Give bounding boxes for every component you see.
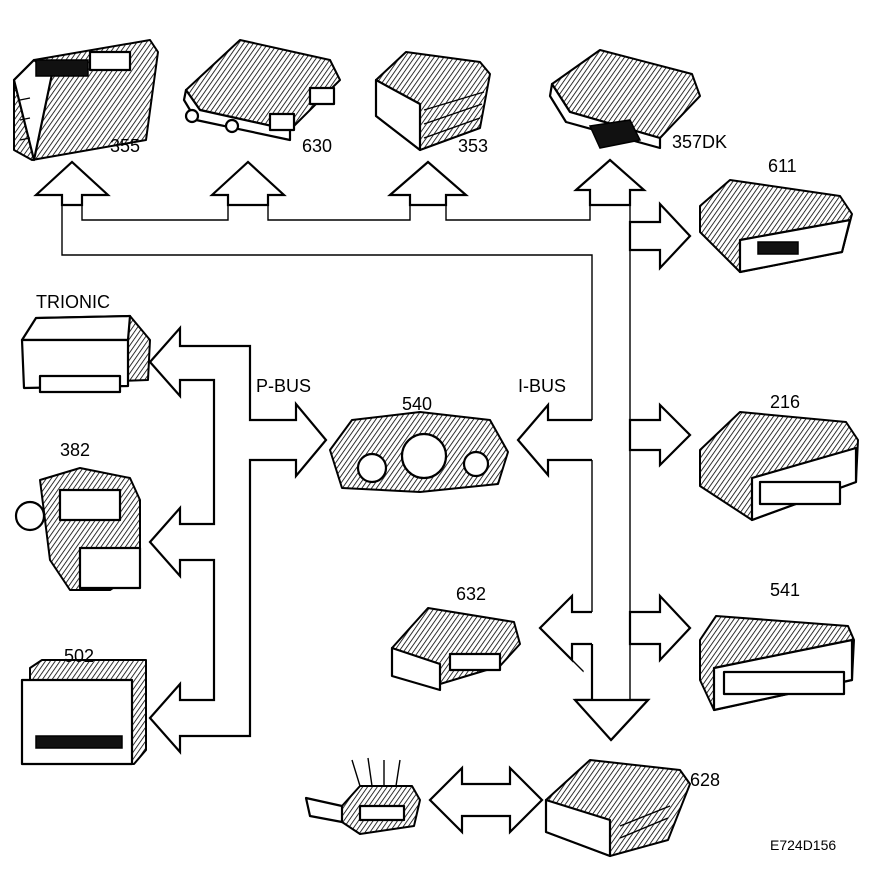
module-216-drawing: [699, 411, 859, 522]
module-355-drawing: [12, 39, 159, 162]
label-382: 382: [60, 440, 90, 460]
label-630: 630: [302, 136, 332, 156]
arrow-to-540-ibus: [516, 402, 592, 478]
arrow-to-216: [628, 402, 692, 468]
module-trionic-drawing: [20, 314, 151, 394]
label-trionic: TRIONIC: [36, 292, 110, 312]
i-bus-network: [33, 158, 692, 835]
label-p-bus: P-BUS: [256, 376, 311, 396]
label-502: 502: [64, 646, 94, 666]
module-357dk-drawing: [548, 49, 701, 150]
arrow-to-353: [387, 160, 469, 207]
label-541: 541: [770, 580, 800, 600]
label-353: 353: [458, 136, 488, 156]
module-632-drawing: [390, 607, 521, 692]
label-357dk: 357DK: [672, 132, 727, 152]
arrow-628-to-connector: [428, 765, 544, 835]
arrow-to-630: [209, 160, 287, 207]
label-611: 611: [768, 156, 797, 176]
arrow-to-355: [33, 160, 111, 207]
module-502-drawing: [20, 659, 147, 766]
module-382-drawing: [14, 467, 142, 591]
diagnostic-connector-drawing: [304, 757, 421, 835]
figure-reference: E724D156: [770, 837, 836, 853]
module-541-drawing: [699, 615, 855, 712]
module-353-drawing: [374, 51, 491, 152]
label-i-bus: I-BUS: [518, 376, 566, 396]
arrow-to-trionic: [148, 325, 328, 755]
arrow-to-541: [628, 593, 692, 663]
arrow-to-611: [628, 201, 692, 271]
module-611-drawing: [699, 179, 853, 274]
label-216: 216: [770, 392, 800, 412]
module-540-drawing: [329, 411, 509, 493]
label-632: 632: [456, 584, 486, 604]
label-628: 628: [690, 770, 720, 790]
module-628-drawing: [544, 759, 691, 858]
arrow-to-357dk: [573, 158, 647, 207]
module-630-drawing: [182, 39, 341, 142]
p-bus-network: [148, 325, 328, 755]
label-355: 355: [110, 136, 140, 156]
arrow-to-632: [538, 593, 592, 663]
label-540: 540: [402, 394, 432, 414]
